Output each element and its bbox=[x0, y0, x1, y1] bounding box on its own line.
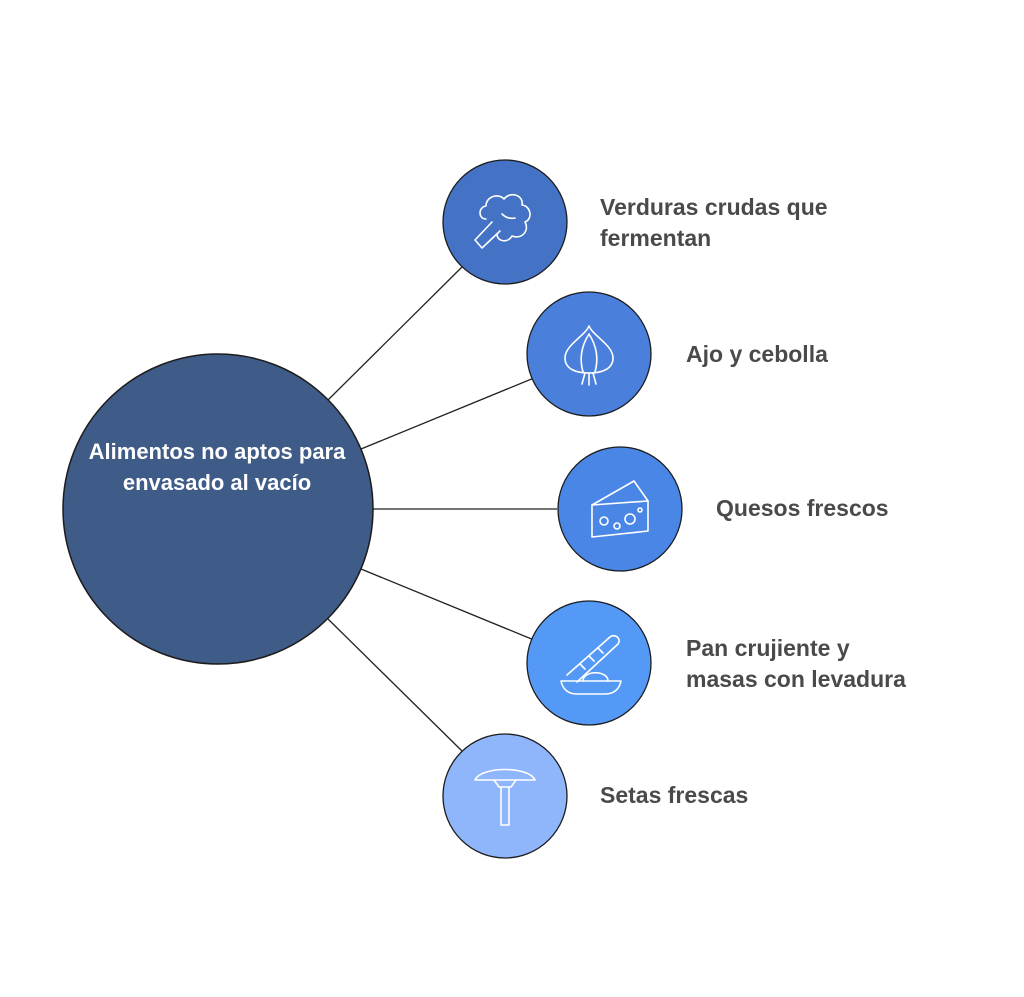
item-label-verduras-line2: fermentan bbox=[600, 225, 712, 251]
item-label-verduras: Verduras crudas que fermentan bbox=[600, 192, 828, 254]
garlic-icon bbox=[564, 325, 614, 386]
node-quesos bbox=[557, 446, 683, 572]
node-ajo bbox=[526, 291, 652, 417]
item-label-setas-line1: Setas frescas bbox=[600, 782, 749, 808]
node-setas bbox=[442, 733, 568, 859]
item-label-quesos-line1: Quesos frescos bbox=[716, 495, 889, 521]
connector-line-4 bbox=[360, 568, 535, 641]
item-label-setas: Setas frescas bbox=[600, 780, 748, 811]
connector-line-2 bbox=[360, 377, 535, 450]
connector-line-1 bbox=[327, 266, 463, 401]
item-label-pan: Pan crujiente y masas con levadura bbox=[686, 633, 906, 695]
bread-icon bbox=[560, 634, 622, 695]
node-pan bbox=[526, 600, 652, 726]
broccoli-icon bbox=[474, 193, 531, 249]
item-label-verduras-line1: Verduras crudas que bbox=[600, 194, 828, 220]
item-label-ajo: Ajo y cebolla bbox=[686, 339, 828, 370]
item-label-quesos: Quesos frescos bbox=[716, 493, 889, 524]
item-label-ajo-line1: Ajo y cebolla bbox=[686, 341, 828, 367]
center-title: Alimentos no aptos para envasado al vací… bbox=[88, 439, 346, 495]
mushroom-icon bbox=[474, 768, 536, 826]
center-node bbox=[62, 353, 374, 665]
node-verduras bbox=[442, 159, 568, 285]
connector-line-5 bbox=[327, 618, 463, 752]
cheese-icon bbox=[591, 480, 649, 538]
item-label-pan-line1: Pan crujiente y bbox=[686, 635, 850, 661]
item-label-pan-line2: masas con levadura bbox=[686, 666, 906, 692]
